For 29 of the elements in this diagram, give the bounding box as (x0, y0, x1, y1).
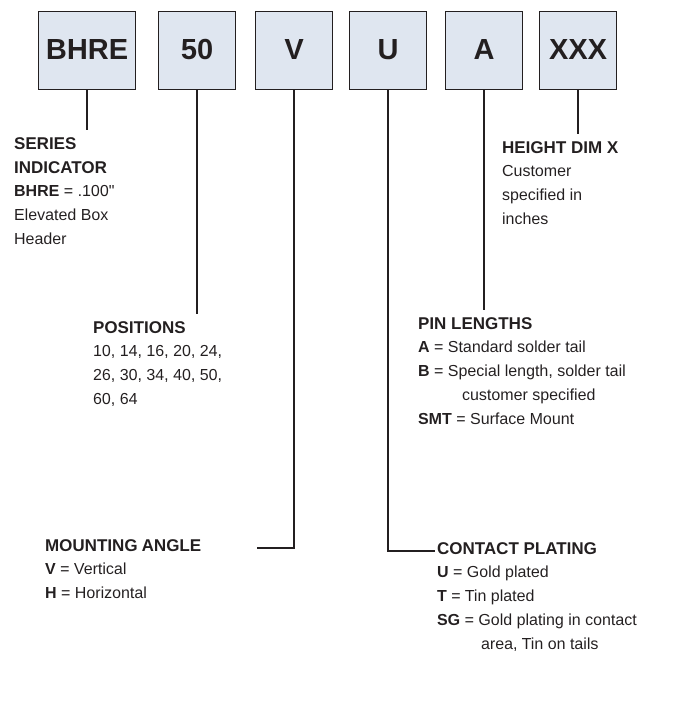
code-box: V (255, 11, 333, 90)
option-description: BHRE = .100" Elevated Box Header (14, 182, 116, 250)
code-box: 50 (158, 11, 236, 90)
option-description: Customer specified in inches (502, 162, 584, 230)
option-description: B = Special length, solder tail customer specified (418, 362, 627, 406)
code-box: A (445, 11, 523, 90)
leader-line (196, 90, 198, 314)
leader-line (577, 90, 579, 134)
option-description: A = Standard solder tail (418, 338, 587, 358)
option-description: U = Gold plated (437, 563, 550, 583)
option-description: 10, 14, 16, 20, 24, 26, 30, 34, 40, 50, 60, 64 (93, 342, 223, 410)
leader-line (483, 90, 485, 310)
option-description: V = Vertical (45, 560, 128, 580)
code-box: BHRE (38, 11, 136, 90)
field-heading: MOUNTING ANGLE (45, 535, 202, 557)
code-box: U (349, 11, 427, 90)
leader-line (86, 90, 88, 130)
option-description: SMT = Surface Mount (418, 410, 576, 430)
field-heading: POSITIONS (93, 317, 187, 339)
code-box: XXX (539, 11, 617, 90)
field-heading: HEIGHT DIM X (502, 137, 620, 159)
field-heading: CONTACT PLATING (437, 538, 598, 560)
option-description: H = Horizontal (45, 584, 148, 604)
leader-line (387, 90, 435, 552)
leader-line (257, 90, 295, 549)
field-heading: PIN LENGTHS (418, 313, 534, 335)
option-description: SG = Gold plating in contact area, Tin on tails (437, 611, 638, 655)
option-description: T = Tin plated (437, 587, 536, 607)
field-heading: SERIES INDICATOR (14, 133, 108, 179)
